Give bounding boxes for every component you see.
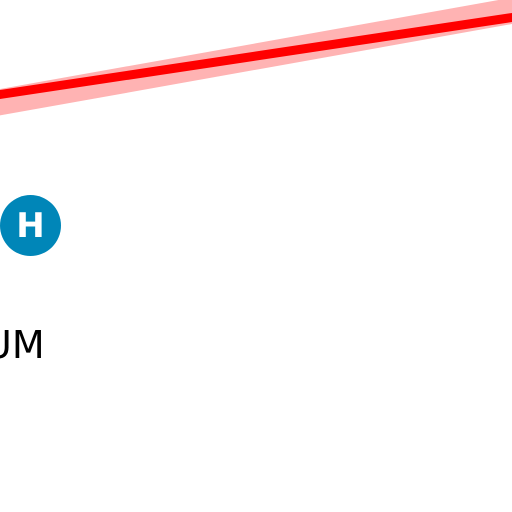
route-core [0,12,512,100]
hospital-letter: H [16,205,45,246]
hospital-icon[interactable]: H [0,195,61,256]
place-label: UM [0,323,45,367]
